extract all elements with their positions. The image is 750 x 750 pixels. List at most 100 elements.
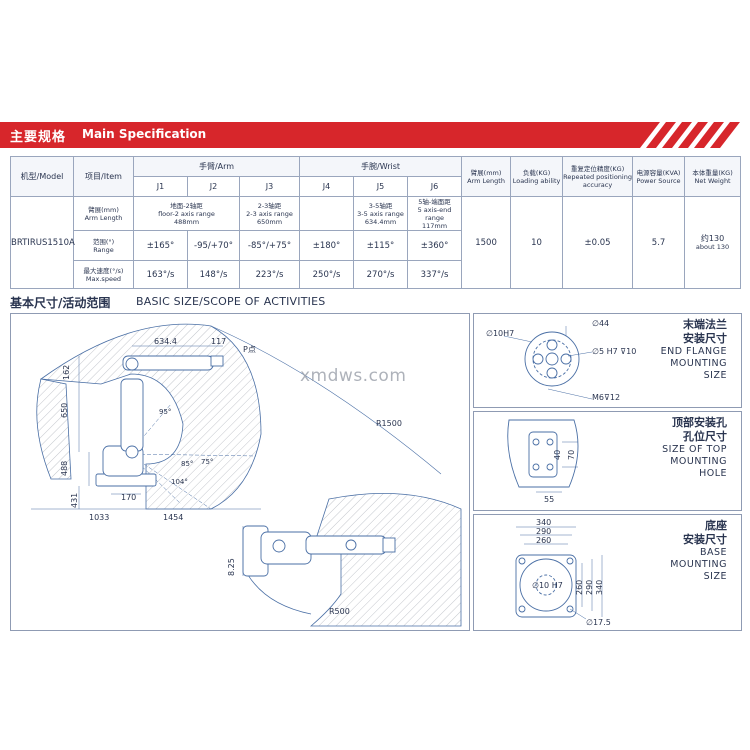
top-hole-label: 顶部安装孔 孔位尺寸 SIZE OF TOP MOUNTING HOLE xyxy=(662,416,727,479)
r1500-line xyxy=(210,325,442,475)
dim-340-top: 340 xyxy=(536,518,551,527)
range-value: ±360° xyxy=(407,230,463,261)
scope-drawing-panel: 634.4 117 P点 162 650 488 431 170 1033 14… xyxy=(10,313,470,631)
dim-634-4: 634.4 xyxy=(154,337,177,346)
left-envelope xyxy=(36,378,72,480)
range-value: -85°/+75° xyxy=(238,230,301,261)
dim-m6: M6⊽12 xyxy=(592,393,620,402)
dim-40: 40 xyxy=(553,450,562,460)
weight-header: 本体重量(KG)Net Weight xyxy=(684,156,742,197)
dim-260-top: 260 xyxy=(536,536,551,545)
end-flange-panel: ∅10H7 ∅44 ∅5 H7 ⊽10 M6⊽12 末端法兰 安装尺寸 END … xyxy=(473,313,742,408)
speed-value: 270°/s xyxy=(353,260,409,289)
dim-55: 55 xyxy=(544,495,554,504)
robot-upright xyxy=(95,355,224,487)
base-drawing: 340 290 260 ∅10 H7 260 290 340 ∅17.5 xyxy=(515,518,611,627)
repeat-accuracy-header: 重复定位精度(KG)Repeated positioning accuracy xyxy=(562,156,634,197)
arm-group-header: 手臂/Arm xyxy=(132,156,301,177)
dim-1033: 1033 xyxy=(89,513,109,522)
range-value: ±165° xyxy=(133,230,188,261)
dim-1454: 1454 xyxy=(163,513,183,522)
dim-488: 488 xyxy=(60,461,69,476)
power-value: 5.7 xyxy=(632,196,686,289)
row-label-arm: 臂展(mm)Arm Length xyxy=(73,196,134,231)
speed-value: 337°/s xyxy=(407,260,463,289)
p-point-label: P点 xyxy=(243,345,256,354)
dim-170: 170 xyxy=(121,493,136,502)
angle-95: 95° xyxy=(159,408,171,416)
power-header: 电源容量(KVA)Power Source xyxy=(632,156,686,197)
joint-header: J1 xyxy=(133,176,188,197)
joint-header: J2 xyxy=(187,176,240,197)
top-hole-drawing: 40 70 55 xyxy=(507,419,579,504)
arm-length-header: 臂展(mm)Arm Length xyxy=(461,156,512,197)
dim-phi10h7: ∅10H7 xyxy=(486,329,514,338)
dim-162: 162 xyxy=(62,365,71,380)
repeat-accuracy-value: ±0.05 xyxy=(562,196,634,289)
dim-phi10h7-base: ∅10 H7 xyxy=(532,581,563,590)
center-line xyxy=(128,453,257,457)
arm-cell-empty xyxy=(299,196,355,231)
joint-header: J5 xyxy=(353,176,409,197)
end-flange-label: 末端法兰 安装尺寸 END FLANGE MOUNTING SIZE xyxy=(660,318,727,381)
dimension-lines xyxy=(31,345,261,576)
model-value: BRTIRUS1510A xyxy=(10,196,75,289)
end-flange-drawing: ∅10H7 ∅44 ∅5 H7 ⊽10 M6⊽12 xyxy=(486,319,636,402)
speed-value: 250°/s xyxy=(299,260,355,289)
spec-table: 机型/Model 项目/Item 手臂/Arm 手腕/Wrist 臂展(mm)A… xyxy=(10,156,742,289)
dim-phi44: ∅44 xyxy=(592,319,609,328)
joint-header: J3 xyxy=(238,176,301,197)
angle-85: 85° xyxy=(181,460,193,468)
angle-104: 104° xyxy=(171,478,188,486)
speed-value: 163°/s xyxy=(133,260,188,289)
arm-length-value: 1500 xyxy=(461,196,512,289)
section-title-cn: 基本尺寸/活动范围 xyxy=(10,296,111,310)
spec-header-bar xyxy=(0,122,750,148)
watermark-text: xmdws.com xyxy=(300,366,407,386)
dim-117: 117 xyxy=(211,337,226,346)
dim-8-25: 8.25 xyxy=(227,558,236,576)
angle-75: 75° xyxy=(201,458,213,466)
base-panel: 340 290 260 ∅10 H7 260 290 340 ∅17.5 底座 … xyxy=(473,514,742,631)
item-header: 项目/Item xyxy=(73,156,134,197)
section-title-en: BASIC SIZE/SCOPE OF ACTIVITIES xyxy=(136,295,326,308)
dim-431: 431 xyxy=(70,493,79,508)
joint-header: J6 xyxy=(407,176,463,197)
speed-value: 148°/s xyxy=(187,260,240,289)
dim-340-side: 340 xyxy=(595,580,604,595)
dim-phi5h7: ∅5 H7 ⊽10 xyxy=(592,347,636,356)
dim-r1500: R1500 xyxy=(376,419,402,428)
top-hole-panel: 40 70 55 顶部安装孔 孔位尺寸 SIZE OF TOP MOUNTING… xyxy=(473,411,742,511)
load-value: 10 xyxy=(510,196,564,289)
joint-header: J4 xyxy=(299,176,355,197)
dim-phi17-5: ∅17.5 xyxy=(586,618,611,627)
header-title-cn: 主要规格 xyxy=(10,130,67,145)
load-header: 负载(KG)Loading ability xyxy=(510,156,564,197)
dim-70: 70 xyxy=(567,450,576,460)
header-bar-graphic xyxy=(0,122,740,148)
dim-260-side: 260 xyxy=(575,580,584,595)
angle-line xyxy=(128,453,212,510)
dim-r500: R500 xyxy=(329,607,350,616)
dim-650: 650 xyxy=(60,403,69,418)
scope-drawing: 634.4 117 P点 162 650 488 431 170 1033 14… xyxy=(31,323,462,627)
speed-value: 223°/s xyxy=(238,260,301,289)
robot-reclined xyxy=(242,525,396,577)
range-value: -95/+70° xyxy=(187,230,240,261)
base-label: 底座 安装尺寸 BASE MOUNTING SIZE xyxy=(670,519,727,582)
row-label-speed: 最大速度(°/s)Max.speed xyxy=(73,260,134,289)
model-header: 机型/Model xyxy=(10,156,74,197)
dim-290-top: 290 xyxy=(536,527,551,536)
dim-290-side: 290 xyxy=(585,580,594,595)
wrist-group-header: 手腕/Wrist xyxy=(299,156,463,177)
range-value: ±115° xyxy=(353,230,409,261)
header-title-en: Main Specification xyxy=(82,127,207,141)
range-value: ±180° xyxy=(299,230,355,261)
angle-line xyxy=(128,403,172,455)
lower-envelope xyxy=(309,493,462,627)
